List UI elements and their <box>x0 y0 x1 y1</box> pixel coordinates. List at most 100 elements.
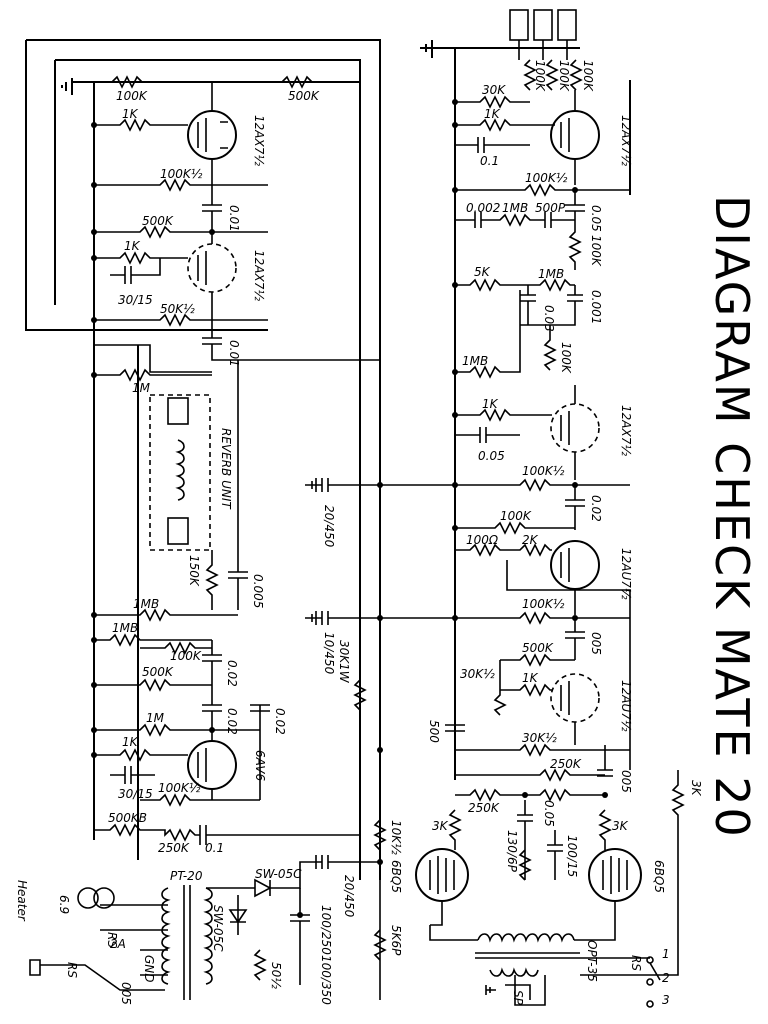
label-r100k-half-3: 100K½ <box>525 171 568 185</box>
label-c20-450-1: 20/450 <box>322 505 336 548</box>
label-r30k: 30K <box>482 83 506 97</box>
label-c002-3: 0.02 <box>273 708 287 735</box>
label-r500k-2: 500K <box>142 214 174 228</box>
label-r50k-half: 50K½ <box>160 302 195 316</box>
label-c001-1: 0.01 <box>227 205 241 232</box>
label-c01-1: 0.1 <box>205 841 224 855</box>
label-c0005-1: 0.005 <box>251 574 265 608</box>
label-r100k-half-2: 100K½ <box>158 781 201 795</box>
label-sw-rs2: RS <box>65 962 79 978</box>
label-c20-450-2: 20/450 <box>342 875 356 918</box>
label-r1k-5: 1K <box>522 671 539 685</box>
tube-12ax7-v2 <box>187 232 237 330</box>
label-r150k: 150K <box>187 555 201 587</box>
label-r30k-half-1: 30K½ <box>460 667 495 681</box>
label-c002-1: 0.02 <box>225 660 239 687</box>
label-r100k-5: 100K <box>559 342 573 374</box>
label-gnd: GND <box>142 955 156 983</box>
label-r3k-1: 3K <box>432 819 449 833</box>
label-tube-v3: 12AX7½ <box>619 115 633 166</box>
label-jack-69: 6.9 <box>57 895 71 914</box>
label-r250k-3: 250K <box>468 801 500 815</box>
label-r1k-v1: 1K <box>122 107 139 121</box>
label-sw-rs1: RS <box>105 932 119 948</box>
power-transformer <box>161 885 213 1000</box>
speaker <box>485 975 546 1006</box>
label-pot-1mb-1: 1MB <box>133 597 159 611</box>
label-c01-2: 0.1 <box>480 154 499 168</box>
label-swosc-1: SW-05C <box>255 867 302 881</box>
label-c0002: 0.002 <box>466 201 500 215</box>
label-tube-v2: 12AX7½ <box>252 250 266 301</box>
label-r130-6p: 130/6P <box>505 830 519 873</box>
reverb-unit <box>149 394 211 551</box>
label-pt: PT-20 <box>170 869 203 883</box>
label-c005-2: 0.05 <box>589 205 603 232</box>
label-heater: Heater <box>15 880 29 922</box>
resistor-100k-top <box>111 75 143 89</box>
tube-6bq5-1 <box>415 848 469 902</box>
label-tube-v6: 12AU7½ <box>619 680 633 732</box>
label-r1m: 1M <box>146 711 165 725</box>
label-c005-4: 005 <box>589 632 603 655</box>
label-c500-1: 500 <box>427 720 441 743</box>
tube-12au7-v5 <box>550 540 600 615</box>
label-c003: 0.03 <box>542 305 556 332</box>
label-c005-5: 005 <box>619 770 633 793</box>
label-c100-250: 100/250 <box>319 905 333 955</box>
label-c500p: 500P <box>535 201 566 215</box>
label-r1k-3: 1K <box>122 735 139 749</box>
label-c001-2: 0.01 <box>227 340 241 367</box>
label-r1k-2: 1K <box>124 239 141 253</box>
label-c002-2: 0.02 <box>225 708 239 735</box>
label-r2k: 2K <box>522 533 539 547</box>
label-r500k-top: 500K <box>288 89 320 103</box>
label-r100k-top: 100K <box>116 89 148 103</box>
label-tube-6av6: 6AV6 <box>253 750 267 781</box>
label-tube-v1: 12AX7½ <box>252 115 266 166</box>
label-pot-1mb-5: 1MB <box>462 354 488 368</box>
pilot-lamp-1 <box>77 887 99 909</box>
label-r100k-j3: 100K <box>581 60 595 92</box>
label-c30-15-1: 30/15 <box>118 293 153 307</box>
label-tube-v4: 12AX7½ <box>619 405 633 456</box>
label-r100k-4: 100K <box>589 235 603 267</box>
label-pot-1mb-4: 1MB <box>538 267 564 281</box>
label-r250k-1: 250K <box>158 841 190 855</box>
label-r5k6p: 5K6P <box>389 925 403 956</box>
label-c005-3: 0.05 <box>478 449 505 463</box>
label-c100-350: 100/350 <box>319 955 333 1005</box>
label-r250k-2: 250K <box>550 757 582 771</box>
label-c0001: 0.001 <box>589 290 603 324</box>
label-r500k-3: 500K <box>142 665 174 679</box>
label-pot-1mb-2: 1MB <box>112 621 138 635</box>
power-supply: 10K½ 5K6P 20/450 PT-20 SW-05C SW-05C 100… <box>15 300 403 1005</box>
label-r100k-j2: 100K <box>557 60 571 92</box>
output-transformer <box>475 933 580 977</box>
resistor-500k-top <box>281 75 313 89</box>
label-r500k-4: 500K <box>522 641 554 655</box>
label-r100k-half-5: 100K½ <box>522 597 565 611</box>
label-c005-6: 0.05 <box>542 800 556 827</box>
label-c002-4: 0.02 <box>589 495 603 522</box>
label-r3k-2: 3K <box>612 819 629 833</box>
label-r100k-half-4: 100K½ <box>522 464 565 478</box>
tube-6bq5-2 <box>588 848 642 902</box>
label-r30k-half-2: 30K½ <box>522 731 557 745</box>
left-block: 100K 500K 12AX7½ 1K 100K½ 0.01 500K 1K 3… <box>25 39 455 880</box>
label-swosc-2: SW-05C <box>211 905 225 952</box>
label-tube-6bq5-1: 6BQ5 <box>389 860 403 893</box>
tube-12ax7-v1 <box>187 82 237 190</box>
label-tube-6bq5-2: 6BQ5 <box>652 860 666 893</box>
label-out-2: 2 <box>662 971 670 985</box>
label-tube-v5: 12AU7½ <box>619 548 633 600</box>
label-r100-ohm: 100Ω <box>466 533 499 547</box>
tube-12ax7-v3 <box>550 90 600 185</box>
label-r1k-v3: 1K <box>484 107 501 121</box>
label-sp: SP <box>511 990 525 1006</box>
pilot-lamp-2 <box>93 887 115 909</box>
label-out-3: 3 <box>662 993 670 1007</box>
label-c100-15: 100/15 <box>565 835 579 877</box>
label-r3k-nfb: 3K <box>689 780 703 797</box>
label-r100k-j1: 100K <box>533 60 547 92</box>
